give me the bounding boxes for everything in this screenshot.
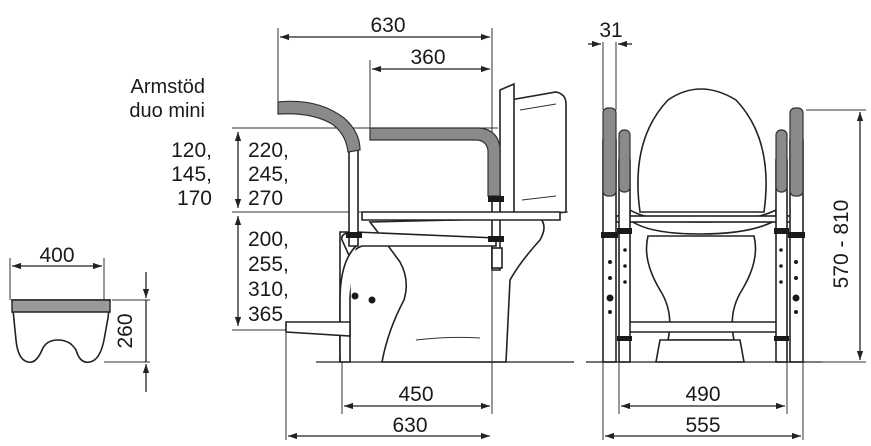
product-label-line2: duo mini <box>129 100 205 122</box>
adjustment-holes-right <box>779 248 800 314</box>
rear-armrest-post <box>348 149 359 247</box>
hole-mark <box>623 264 627 268</box>
clamp-mark <box>788 232 805 238</box>
clamp-mark <box>774 228 789 234</box>
hole-mark <box>794 276 798 280</box>
seat-insert-body <box>11 299 111 364</box>
armrest-height-mini-2: 145, <box>171 163 212 186</box>
seat-height-3: 310, <box>248 278 289 301</box>
dimension-31-label: 31 <box>599 19 622 42</box>
bolt-mark <box>351 292 359 300</box>
dimension-490-label: 490 <box>685 383 720 406</box>
seat-height-2: 255, <box>248 253 289 276</box>
front-view: 31 <box>586 19 866 440</box>
front-bowl-base <box>655 339 745 363</box>
hole-mark <box>792 294 800 302</box>
clamp-mark <box>488 196 504 202</box>
dimension-630-bottom-label: 630 <box>392 414 427 437</box>
front-lower-bar <box>623 321 787 333</box>
bolt-mark <box>368 296 376 304</box>
hole-mark <box>779 280 783 284</box>
seat-insert-view: 400 260 <box>9 244 150 392</box>
bowl-detail <box>415 336 481 341</box>
armrest-height-mini-3: 170 <box>177 187 212 210</box>
clamp-mark <box>346 232 362 238</box>
right-inner-grip <box>775 129 788 193</box>
seat-height-4: 365 <box>248 303 283 326</box>
dimension-400-label: 400 <box>39 244 74 267</box>
foot-plate <box>285 321 351 337</box>
right-outer-grip <box>789 107 804 197</box>
hole-mark <box>608 276 612 280</box>
hole-mark <box>779 264 783 268</box>
hole-mark <box>608 310 612 314</box>
hole-mark <box>623 248 627 252</box>
armrest-height-1: 220, <box>248 139 289 162</box>
dimension-height-range-label: 570 - 810 <box>830 200 853 289</box>
seat-plate <box>361 211 561 221</box>
clamp-mark <box>601 232 618 238</box>
hole-mark <box>623 280 627 284</box>
dimension-450-label: 450 <box>398 383 433 406</box>
front-seat-plate <box>615 215 795 223</box>
hole-mark <box>794 310 798 314</box>
dimension-360-label: 360 <box>410 46 445 69</box>
cistern <box>509 91 567 219</box>
front-clip <box>491 247 503 269</box>
armrest-height-2: 245, <box>248 163 289 186</box>
clamp-mark <box>774 336 789 341</box>
left-outer-grip <box>602 107 617 197</box>
rear-armrest-grip <box>277 100 361 153</box>
armrest-height-mini-1: 120, <box>171 139 212 162</box>
product-label: Armstöd duo mini <box>129 76 205 122</box>
clamp-mark <box>617 228 632 234</box>
side-view: 630 360 120, 145, 170 220, 245, 270 200,… <box>171 14 574 440</box>
clamp-mark <box>617 336 632 341</box>
dimension-260-label: 260 <box>114 313 137 348</box>
dimension-630-top-label: 630 <box>370 14 405 37</box>
clamp-mark <box>488 236 504 242</box>
hole-mark <box>606 294 614 302</box>
front-lid <box>637 88 767 213</box>
armrest-height-3: 270 <box>248 187 283 210</box>
hole-mark <box>779 248 783 252</box>
left-inner-grip <box>618 129 631 193</box>
cistern-detail <box>519 103 557 201</box>
seat-height-1: 200, <box>248 228 289 251</box>
dimension-555-label: 555 <box>685 414 720 437</box>
hole-mark <box>608 260 612 264</box>
product-label-line1: Armstöd <box>131 76 205 98</box>
hole-mark <box>794 260 798 264</box>
adjustment-holes-left <box>606 248 627 314</box>
seat-insert-rim <box>11 299 111 313</box>
front-armrest-grip <box>369 127 501 197</box>
